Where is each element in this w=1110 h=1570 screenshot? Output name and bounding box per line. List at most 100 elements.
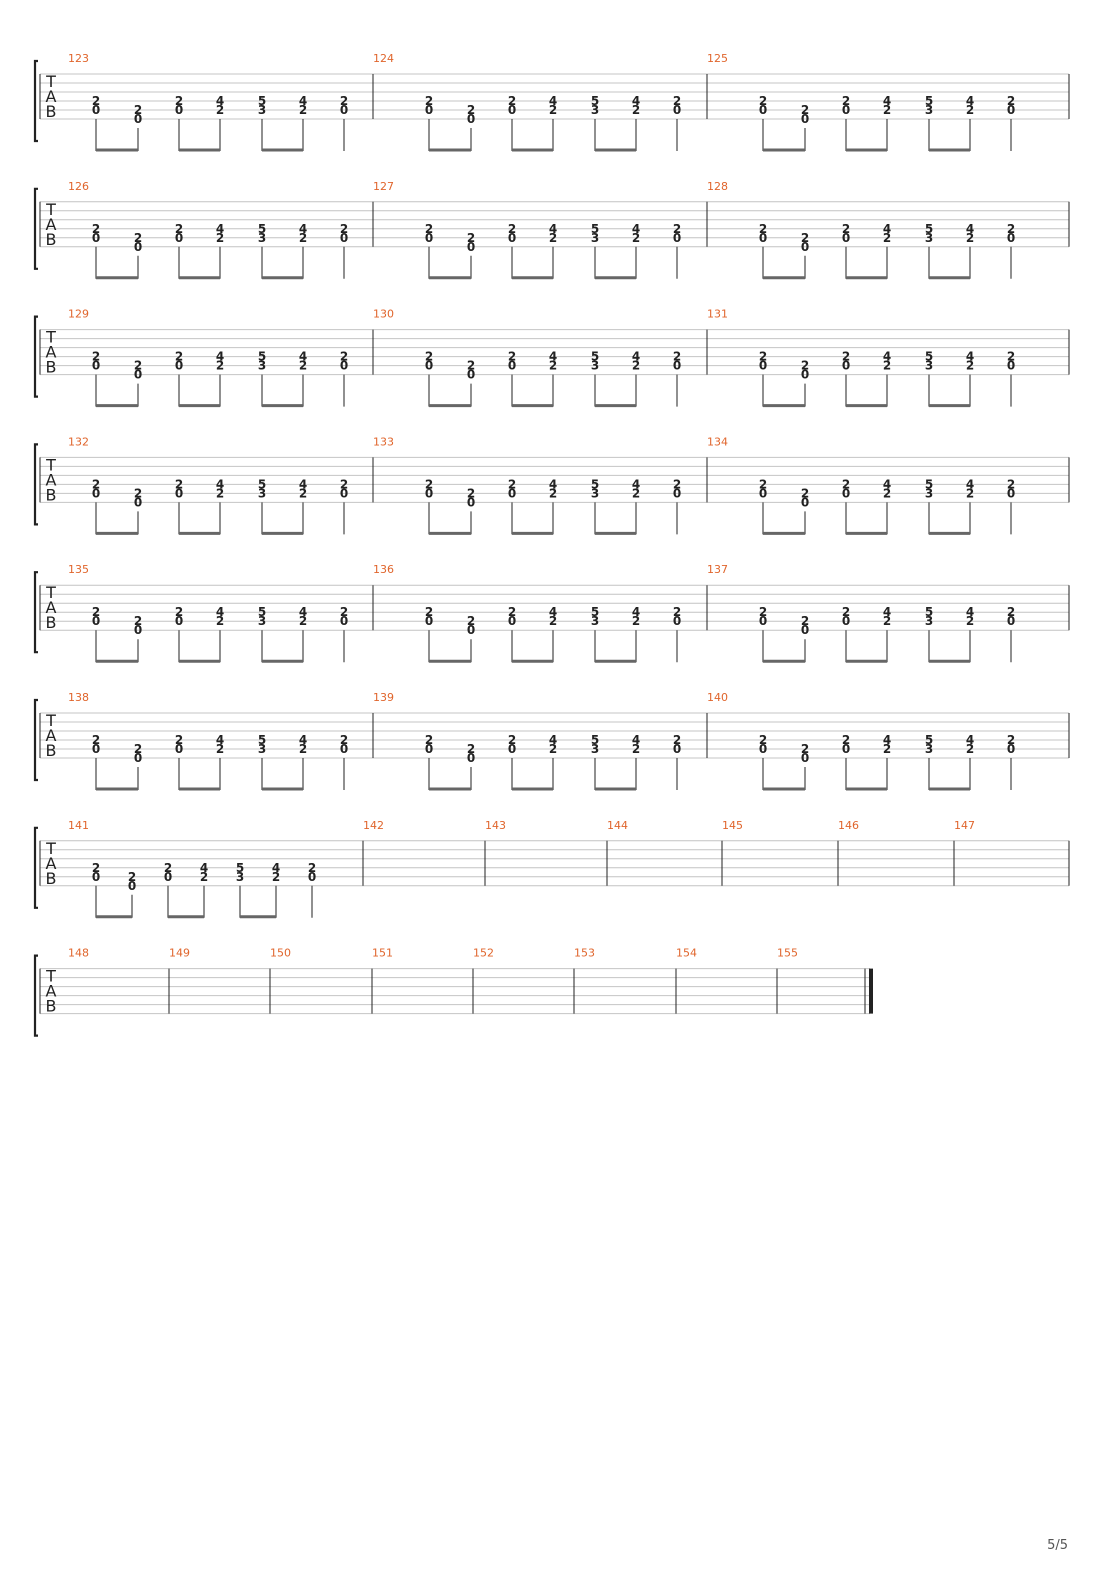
- fret-number: 0: [801, 368, 809, 382]
- fret-number: 0: [92, 486, 100, 500]
- fret-number: 5: [591, 477, 599, 491]
- fret-number: 2: [801, 231, 809, 245]
- tab-clef-letter: A: [46, 854, 57, 873]
- fret-number: 0: [92, 614, 100, 628]
- fret-number: 0: [1007, 614, 1015, 628]
- fret-number: 2: [883, 614, 891, 628]
- fret-number: 0: [175, 231, 183, 245]
- measure-number: 124: [373, 52, 394, 65]
- fret-number: 2: [92, 94, 100, 108]
- fret-number: 2: [216, 614, 224, 628]
- fret-number: 4: [883, 477, 891, 491]
- fret-number: 2: [759, 350, 767, 364]
- tab-clef-letter: B: [46, 741, 57, 760]
- fret-number: 5: [236, 861, 244, 875]
- fret-number: 4: [299, 222, 307, 236]
- fret-number: 2: [966, 614, 974, 628]
- fret-number: 2: [467, 742, 475, 756]
- fret-number: 4: [216, 477, 224, 491]
- measure: 147: [954, 819, 975, 832]
- fret-number: 2: [1007, 94, 1015, 108]
- fret-number: 4: [966, 477, 974, 491]
- fret-number: 0: [134, 751, 142, 765]
- fret-number: 2: [842, 222, 850, 236]
- fret-number: 2: [425, 94, 433, 108]
- system-bracket: [33, 59, 38, 143]
- fret-number: 2: [92, 605, 100, 619]
- fret-number: 2: [966, 231, 974, 245]
- fret-number: 4: [632, 94, 640, 108]
- fret-number: 3: [591, 231, 599, 245]
- fret-number: 2: [467, 614, 475, 628]
- fret-number: 2: [883, 103, 891, 117]
- fret-number: 2: [134, 359, 142, 373]
- fret-number: 0: [425, 614, 433, 628]
- measure-number: 125: [707, 52, 728, 65]
- fret-number: 4: [216, 605, 224, 619]
- fret-number: 2: [549, 359, 557, 373]
- fret-number: 2: [632, 231, 640, 245]
- fret-number: 0: [425, 742, 433, 756]
- fret-number: 4: [632, 605, 640, 619]
- fret-number: 0: [175, 486, 183, 500]
- measure-number: 141: [68, 819, 89, 832]
- fret-number: 2: [425, 350, 433, 364]
- fret-number: 2: [340, 222, 348, 236]
- measure-number: 147: [954, 819, 975, 832]
- system-bracket: [33, 571, 38, 654]
- fret-number: 3: [258, 486, 266, 500]
- fret-number: 2: [508, 477, 516, 491]
- fret-number: 3: [258, 614, 266, 628]
- fret-number: 2: [200, 870, 208, 884]
- fret-number: 4: [966, 94, 974, 108]
- fret-number: 4: [272, 861, 280, 875]
- fret-number: 3: [925, 614, 933, 628]
- system-bracket: [33, 954, 38, 1037]
- fret-number: 2: [801, 486, 809, 500]
- fret-number: 0: [340, 614, 348, 628]
- fret-number: 0: [128, 879, 136, 893]
- fret-number: 2: [966, 486, 974, 500]
- fret-number: 0: [340, 359, 348, 373]
- fret-number: 2: [508, 94, 516, 108]
- fret-number: 0: [673, 742, 681, 756]
- fret-number: 2: [425, 477, 433, 491]
- fret-number: 2: [508, 733, 516, 747]
- fret-number: 2: [467, 486, 475, 500]
- system-bracket: [33, 698, 38, 782]
- fret-number: 3: [258, 742, 266, 756]
- fret-number: 2: [673, 94, 681, 108]
- fret-number: 2: [632, 614, 640, 628]
- fret-number: 3: [591, 742, 599, 756]
- fret-number: 0: [673, 103, 681, 117]
- fret-number: 4: [883, 350, 891, 364]
- fret-number: 0: [340, 486, 348, 500]
- fret-number: 2: [632, 103, 640, 117]
- fret-number: 2: [425, 222, 433, 236]
- fret-number: 2: [425, 605, 433, 619]
- measure-number: 131: [707, 308, 728, 321]
- fret-number: 0: [425, 359, 433, 373]
- fret-number: 4: [549, 605, 557, 619]
- fret-number: 2: [508, 605, 516, 619]
- tab-clef-letter: T: [45, 967, 56, 986]
- tab-clef-letter: T: [45, 200, 56, 219]
- measure-number: 127: [373, 180, 394, 193]
- fret-number: 0: [467, 495, 475, 509]
- measure-number: 132: [68, 435, 89, 448]
- fret-number: 2: [175, 222, 183, 236]
- fret-number: 2: [216, 359, 224, 373]
- fret-number: 4: [632, 222, 640, 236]
- fret-number: 0: [759, 742, 767, 756]
- fret-number: 2: [966, 103, 974, 117]
- measure-number: 134: [707, 435, 728, 448]
- fret-number: 0: [92, 742, 100, 756]
